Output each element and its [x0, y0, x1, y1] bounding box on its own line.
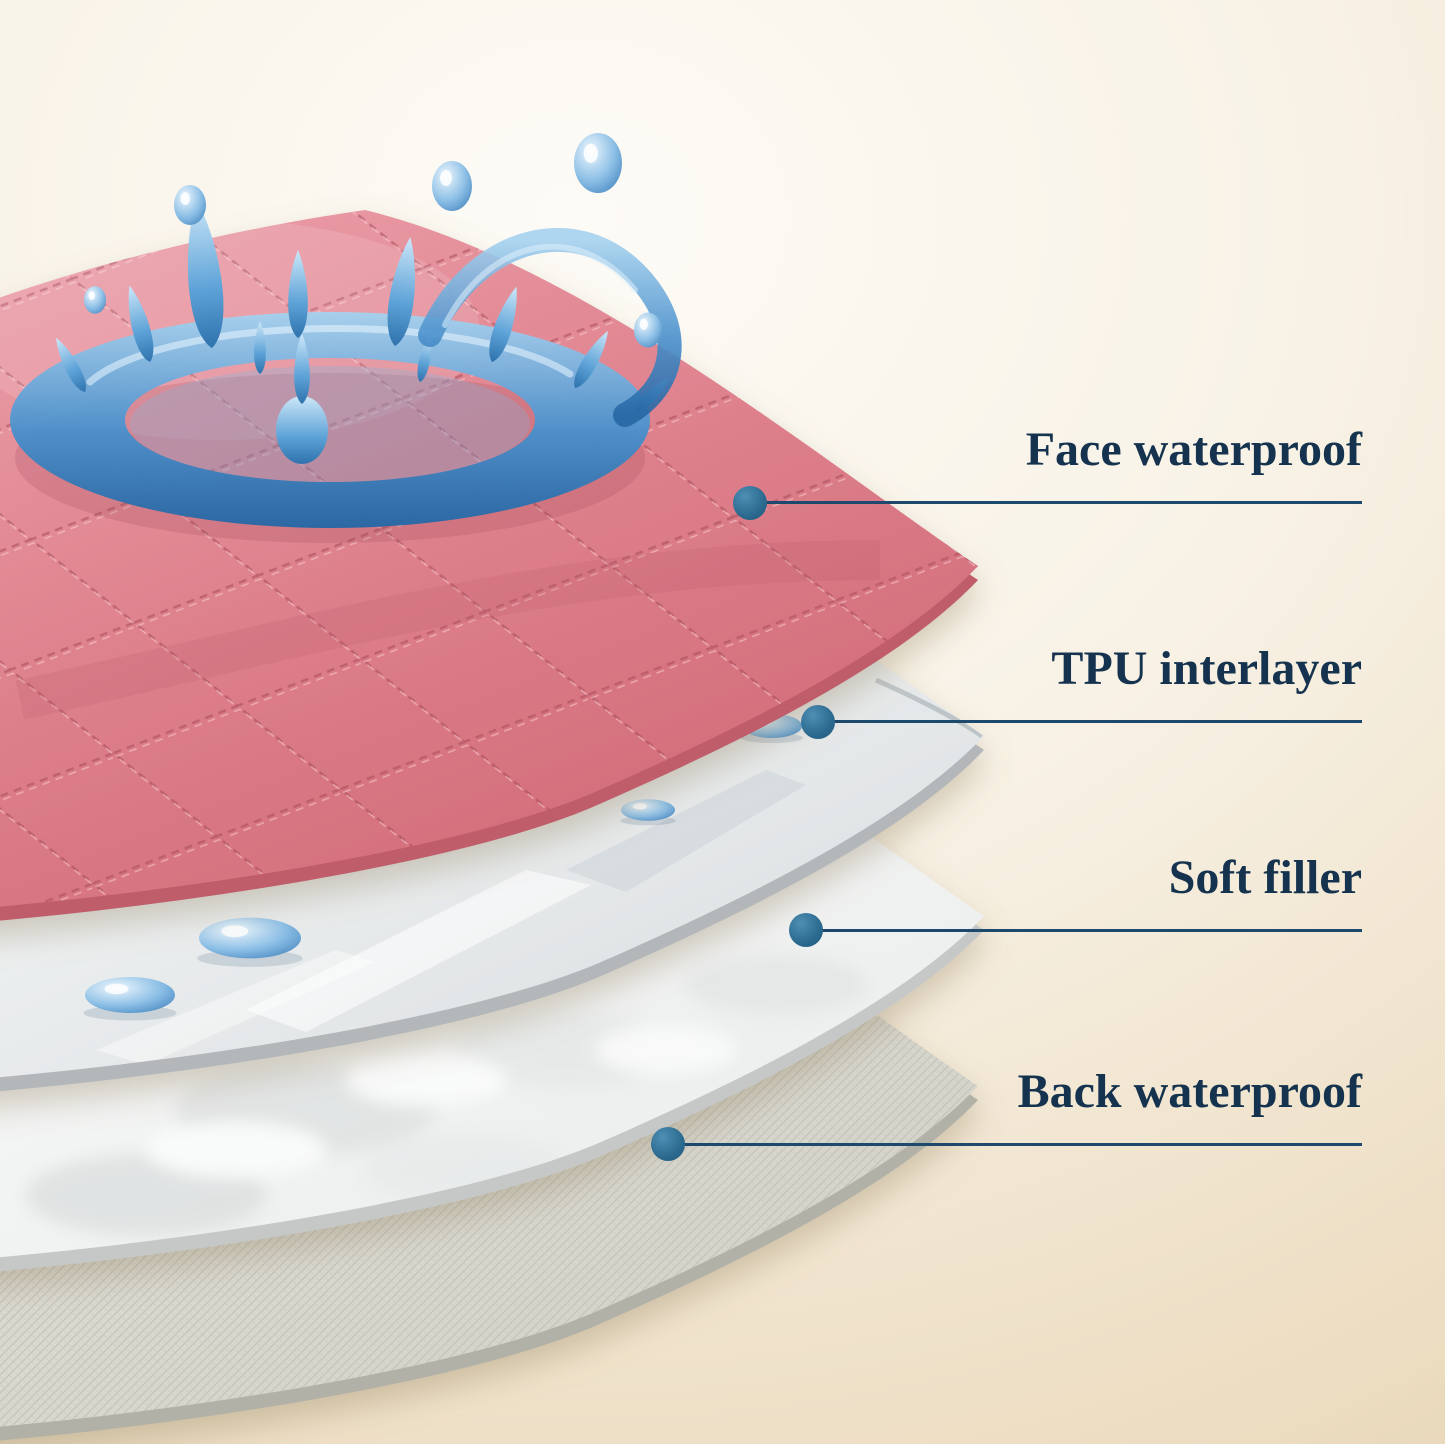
callout-dot-filler — [789, 913, 823, 947]
callout-dot-back — [651, 1127, 685, 1161]
soft-filler-layer — [0, 560, 984, 1286]
callout-line-filler — [806, 929, 1362, 932]
filler-fluff-texture — [26, 955, 866, 1235]
callout-dot-tpu — [801, 705, 835, 739]
splash-ring — [10, 312, 650, 528]
callout-line-back — [668, 1143, 1362, 1146]
layer-label-face: Face waterproof — [1025, 423, 1362, 476]
layer-label-tpu: TPU interlayer — [1051, 642, 1362, 695]
layer-label-back: Back waterproof — [1017, 1065, 1362, 1118]
layer-label-filler: Soft filler — [1168, 851, 1362, 904]
splash-swoosh — [418, 228, 682, 427]
callout-dot-face — [733, 486, 767, 520]
tpu-interlayer-layer — [0, 380, 984, 1106]
tpu-gloss — [96, 677, 984, 1065]
callout-line-tpu — [818, 720, 1362, 723]
callout-line-face — [750, 501, 1362, 504]
water-splash — [10, 133, 682, 543]
